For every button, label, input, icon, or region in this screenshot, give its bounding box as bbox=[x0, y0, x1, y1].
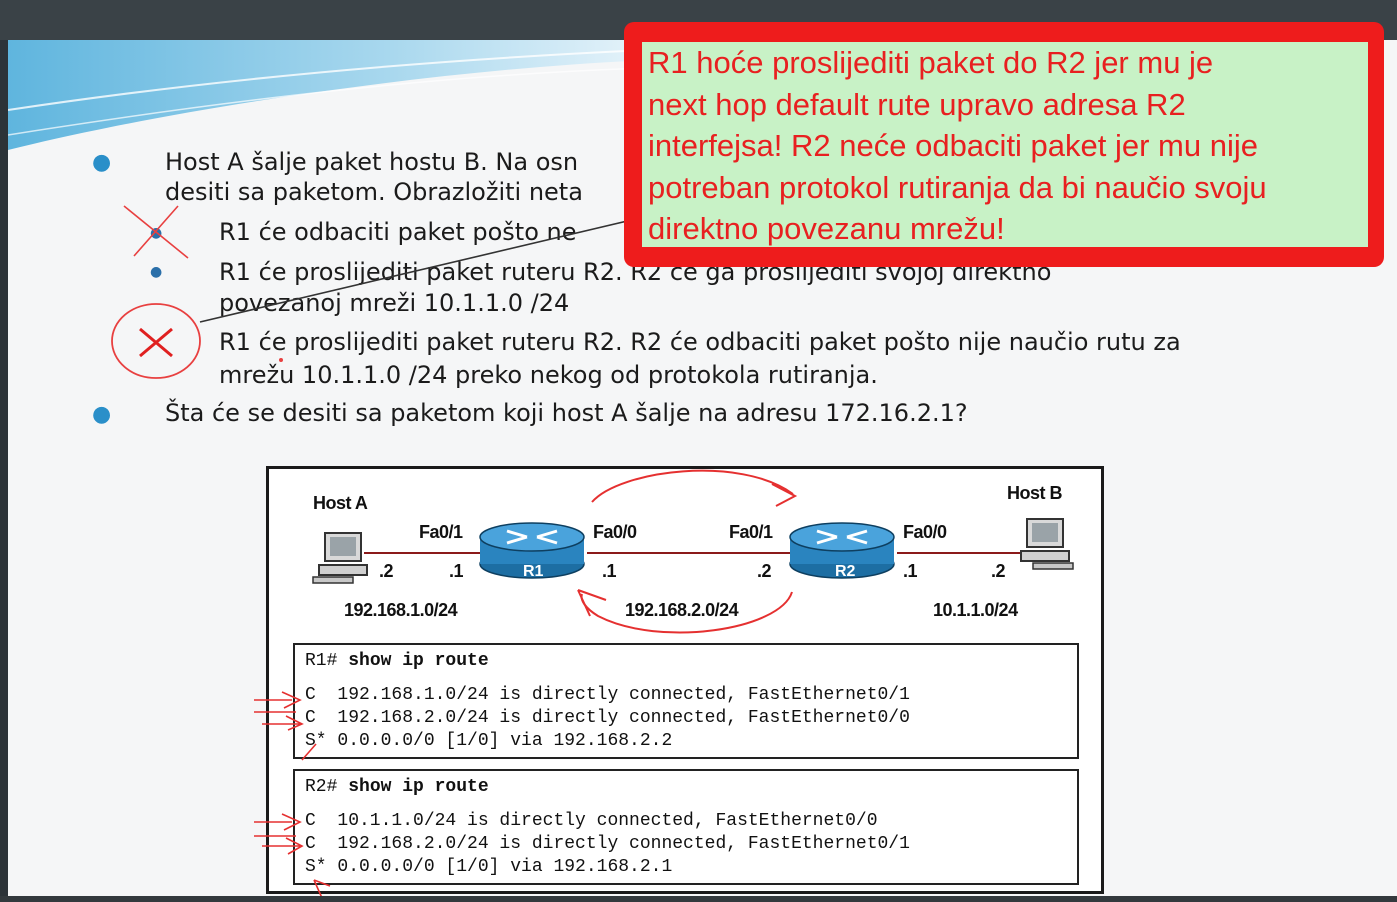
network-middle-label: 192.168.2.0/24 bbox=[625, 600, 739, 620]
network-left-label: 192.168.1.0/24 bbox=[344, 600, 458, 620]
callout-line-1: R1 hoće proslijediti paket do R2 jer mu … bbox=[648, 45, 1214, 80]
host-a-address: .2 bbox=[379, 561, 394, 581]
r2-left-interface: Fa0/1 bbox=[729, 522, 773, 542]
option-2-line-2: povezanoj mreži 10.1.1.0 /24 bbox=[219, 289, 570, 317]
r2-table-command: R2# show ip route bbox=[305, 777, 489, 797]
r2-right-interface: Fa0/0 bbox=[903, 522, 947, 542]
callout-line-2: next hop default rute upravo adresa R2 bbox=[648, 86, 1186, 122]
r1-right-interface: Fa0/0 bbox=[593, 522, 637, 542]
host-b-computer-icon bbox=[1020, 518, 1074, 570]
question-line-2: desiti sa paketom. Obrazložiti neta bbox=[165, 178, 583, 206]
host-b-label: Host B bbox=[1007, 483, 1063, 503]
callout-box: R1 hoće proslijediti paket do R2 jer mu … bbox=[624, 22, 1384, 267]
window-bottom-bar bbox=[0, 896, 1397, 902]
router-r1-icon bbox=[479, 522, 585, 579]
network-diagram: R1 R2 Host A Host B Fa0/1 Fa0/0 Fa0/1 Fa… bbox=[266, 466, 1104, 894]
bullet-dot: ● bbox=[92, 150, 112, 175]
option-3-line-2: mrežu 10.1.1.0 /24 preko nekog od protok… bbox=[219, 361, 878, 389]
r1-prompt: R1# bbox=[305, 651, 338, 671]
table-row: S* 0.0.0.0/0 [1/0] via 192.168.2.1 bbox=[305, 857, 673, 877]
r2-right-address: .1 bbox=[903, 561, 918, 581]
question-line-1: Host A šalje paket hostu B. Na osn bbox=[165, 148, 579, 176]
slide-header-swoosh bbox=[8, 40, 649, 150]
callout-line-5: direktno povezanu mrežu! bbox=[648, 211, 1005, 246]
r1-table-command: R1# show ip route bbox=[305, 651, 489, 671]
host-a-computer-icon bbox=[312, 532, 368, 584]
network-right-label: 10.1.1.0/24 bbox=[933, 600, 1018, 620]
r2-show-ip-route: show ip route bbox=[348, 777, 489, 797]
router-r2-icon bbox=[789, 522, 895, 579]
question-2: Šta će se desiti sa paketom koji host A … bbox=[165, 399, 968, 427]
r1-right-address: .1 bbox=[602, 561, 617, 581]
table-row: C 10.1.1.0/24 is directly connected, Fas… bbox=[305, 811, 878, 831]
table-row: C 192.168.2.0/24 is directly connected, … bbox=[305, 708, 910, 728]
table-row: C 192.168.2.0/24 is directly connected, … bbox=[305, 834, 910, 854]
bullet-dot: ● bbox=[92, 402, 112, 427]
host-a-label: Host A bbox=[313, 493, 368, 513]
sub-bullet-dot: ● bbox=[150, 264, 163, 280]
router-r1-label: R1 bbox=[523, 563, 544, 580]
sub-bullet-dot: ● bbox=[150, 225, 163, 241]
option-3-line-1: R1 će proslijediti paket ruteru R2. R2 ć… bbox=[219, 328, 1181, 356]
r2-prompt: R2# bbox=[305, 777, 338, 797]
callout-line-3: interfejsa! R2 neće odbaciti paket jer m… bbox=[648, 128, 1258, 163]
r2-left-address: .2 bbox=[757, 561, 772, 581]
r1-show-ip-route: show ip route bbox=[348, 651, 489, 671]
network-links bbox=[364, 552, 1021, 554]
r1-left-address: .1 bbox=[449, 561, 464, 581]
callout-text-area: R1 hoće proslijediti paket do R2 jer mu … bbox=[642, 42, 1368, 247]
table-row: C 192.168.1.0/24 is directly connected, … bbox=[305, 685, 910, 705]
r1-routing-table: R1# show ip route C 192.168.1.0/24 is di… bbox=[293, 643, 1079, 759]
table-row: S* 0.0.0.0/0 [1/0] via 192.168.2.2 bbox=[305, 731, 673, 751]
host-b-address: .2 bbox=[991, 561, 1006, 581]
r2-routing-table: R2# show ip route C 10.1.1.0/24 is direc… bbox=[293, 769, 1079, 885]
r1-left-interface: Fa0/1 bbox=[419, 522, 463, 542]
router-r2-label: R2 bbox=[835, 563, 856, 580]
callout-line-4: potreban protokol rutiranja da bi naučio… bbox=[648, 169, 1267, 205]
option-1: R1 će odbaciti paket pošto ne bbox=[219, 218, 577, 246]
